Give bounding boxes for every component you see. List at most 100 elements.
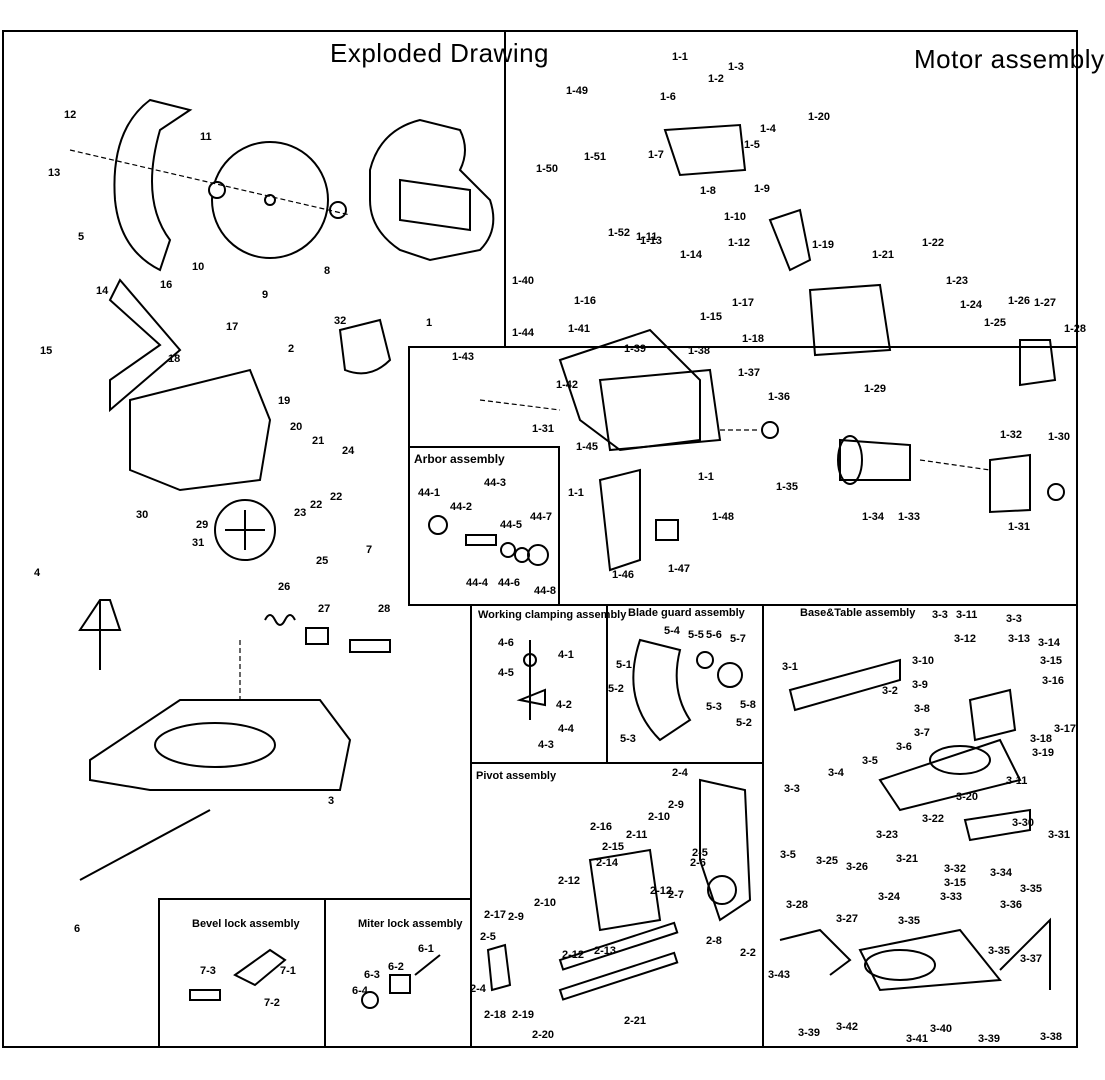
callout-pivot-17: 2-13 (594, 945, 617, 957)
callout-exploded-7: 1 (426, 317, 433, 329)
callout-motor-6: 1-5 (744, 139, 760, 151)
callout-base-table-2: 3-3 (1006, 613, 1022, 625)
callout-blade-guard-9: 5-2 (736, 717, 752, 729)
callout-pivot-8: 2-6 (690, 857, 706, 869)
callout-exploded-0: 12 (64, 109, 77, 121)
callout-base-table-13: 3-17 (1054, 723, 1077, 735)
callout-pivot-3: 2-10 (648, 811, 671, 823)
callout-motor-45: 1-45 (576, 441, 599, 453)
callout-pivot-18: 2-12 (562, 949, 585, 961)
callout-exploded-28: 26 (278, 581, 291, 593)
callout-base-table-14: 3-7 (914, 727, 930, 739)
callout-motor-42: 1-36 (768, 391, 791, 403)
callout-motor-11: 1-8 (700, 185, 716, 197)
callout-exploded-23: 29 (196, 519, 209, 531)
callout-base-table-17: 3-19 (1032, 747, 1055, 759)
callout-exploded-18: 24 (342, 445, 355, 457)
callout-base-table-15: 3-18 (1030, 733, 1053, 745)
callout-bevel-lock-2: 7-2 (264, 997, 280, 1009)
callout-motor-4: 1-6 (660, 91, 676, 103)
callout-exploded-8: 14 (96, 285, 109, 297)
callout-pivot-12: 2-10 (534, 897, 557, 909)
dust-chute (338, 318, 392, 375)
callout-arbor-1: 44-1 (418, 487, 441, 499)
pivot-rod (349, 639, 391, 653)
callout-motor-7: 1-20 (808, 111, 831, 123)
callout-exploded-9: 16 (160, 279, 173, 291)
callout-motor-47: 1-1 (698, 471, 714, 483)
pivot-rail (558, 921, 679, 971)
motor-housing (369, 118, 495, 262)
callout-motor-35: 1-38 (688, 345, 711, 357)
callout-base-table-22: 3-20 (956, 791, 979, 803)
callout-blade-guard-7: 5-3 (706, 701, 722, 713)
bevel-scale-wheel (214, 499, 276, 561)
callout-base-table-30: 3-26 (846, 861, 869, 873)
callout-arbor-7: 44-8 (534, 585, 557, 597)
callout-exploded-13: 32 (334, 315, 347, 327)
callout-base-table-34: 3-35 (1020, 883, 1043, 895)
handle-grip (768, 208, 812, 272)
callout-exploded-15: 19 (278, 395, 291, 407)
callout-motor-39: 1-37 (738, 367, 761, 379)
callout-working-clamp-3: 4-2 (556, 699, 572, 711)
callout-pivot-20: 2-19 (512, 1009, 535, 1021)
callout-arbor-5: 44-4 (466, 577, 489, 589)
callout-base-table-19: 3-5 (862, 755, 878, 767)
callout-base-table-25: 3-21 (896, 853, 919, 865)
callout-base-table-0: 3-3 (932, 609, 948, 621)
callout-exploded-4: 10 (192, 261, 205, 273)
base-table (89, 699, 352, 791)
callout-base-table-10: 3-2 (882, 685, 898, 697)
callout-motor-21: 1-14 (680, 249, 703, 261)
callout-motor-34: 1-39 (624, 343, 647, 355)
callout-motor-13: 1-10 (724, 211, 747, 223)
callout-arbor-6: 44-6 (498, 577, 521, 589)
callout-base-table-29: 3-25 (816, 855, 839, 867)
front-cover (598, 468, 641, 572)
callout-base-table-21: 3-3 (784, 783, 800, 795)
callout-motor-52: 1-48 (712, 511, 735, 523)
callout-base-table-48: 3-39 (978, 1033, 1001, 1045)
callout-motor-0: 1-49 (566, 85, 589, 97)
callout-motor-30: 1-27 (1034, 297, 1057, 309)
callout-pivot-9: 2-12 (558, 875, 581, 887)
callout-exploded-20: 23 (294, 507, 307, 519)
callout-motor-51: 1-31 (1008, 521, 1031, 533)
blade-guard-title: Blade guard assembly (628, 607, 745, 619)
callout-base-table-6: 3-1 (782, 661, 798, 673)
callout-pivot-2: 2-9 (668, 799, 684, 811)
callout-base-table-31: 3-32 (944, 863, 967, 875)
callout-motor-26: 1-23 (946, 275, 969, 287)
callout-base-table-39: 3-27 (836, 913, 859, 925)
callout-motor-36: 1-18 (742, 333, 765, 345)
callout-exploded-11: 15 (40, 345, 53, 357)
callout-base-table-8: 3-10 (912, 655, 935, 667)
callout-working-clamp-2: 4-5 (498, 667, 514, 679)
callout-blade-guard-5: 5-2 (608, 683, 624, 695)
callout-base-table-40: 3-35 (898, 915, 921, 927)
callout-motor-40: 1-29 (864, 383, 887, 395)
callout-pivot-0: 2-4 (672, 767, 688, 779)
callout-working-clamp-4: 4-4 (558, 723, 574, 735)
callout-exploded-6: 8 (324, 265, 331, 277)
callout-motor-3: 1-3 (728, 61, 744, 73)
callout-pivot-13: 2-17 (484, 909, 507, 921)
callout-base-table-42: 3-35 (988, 945, 1011, 957)
miter-lock-title: Miter lock assembly (358, 918, 463, 930)
gearbox (598, 368, 722, 452)
callout-base-table-44: 3-39 (798, 1027, 821, 1039)
callout-motor-25: 1-17 (732, 297, 755, 309)
callout-motor-54: 1-47 (668, 563, 691, 575)
callout-exploded-25: 7 (366, 544, 373, 556)
callout-exploded-26: 25 (316, 555, 329, 567)
callout-motor-8: 1-51 (584, 151, 607, 163)
bearing (761, 421, 779, 439)
callout-motor-10: 1-7 (648, 149, 664, 161)
callout-motor-20: 1-13 (640, 235, 663, 247)
callout-base-table-16: 3-6 (896, 741, 912, 753)
callout-base-table-11: 3-9 (912, 679, 928, 691)
miter-lock-panel (324, 898, 472, 1048)
handle (108, 278, 182, 413)
callout-motor-15: 1-11 (636, 231, 658, 243)
